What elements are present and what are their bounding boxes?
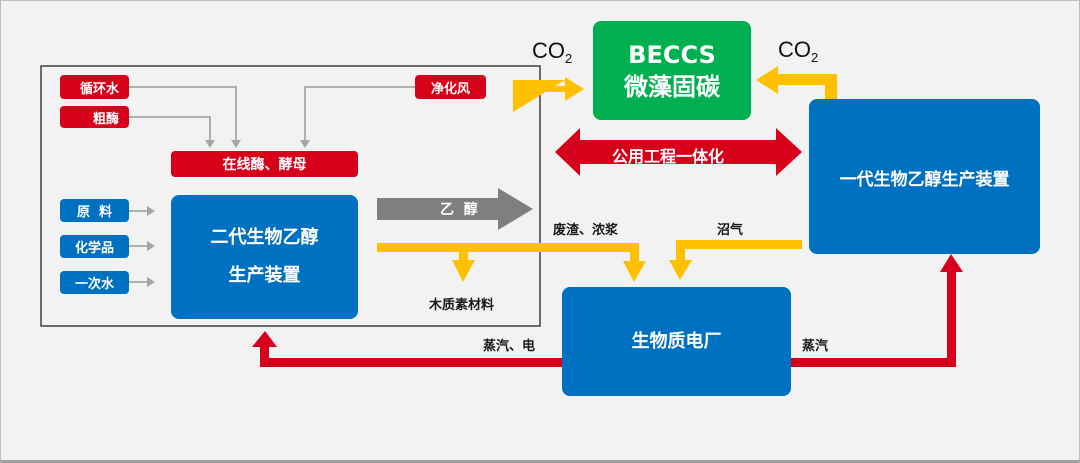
line-purified-air <box>304 86 415 142</box>
second-gen-title-line1: 二代生物乙醇 <box>210 227 319 248</box>
input-primary-water: 一次水 <box>60 271 129 294</box>
enzyme-yeast-box: 在线酶、酵母 <box>171 151 358 177</box>
co2-right-arrow <box>756 66 837 107</box>
input-arrowheads <box>147 140 310 287</box>
beccs-subtitle: 微藻固碳 <box>624 72 720 101</box>
first-gen-title: 一代生物乙醇生产装置 <box>839 170 1010 190</box>
power-plant-title: 生物质电厂 <box>631 330 722 352</box>
steam-up <box>947 270 956 367</box>
second-gen-ethanol-unit: 二代生物乙醇 生产装置 <box>171 195 358 319</box>
ethanol-arrow-shape <box>377 188 533 230</box>
biogas-flow-line <box>676 240 802 249</box>
line-crude-enzyme <box>129 116 211 142</box>
input-purified-air: 净化风 <box>415 75 486 99</box>
lignin-flow-down <box>459 250 468 262</box>
steam-power-line <box>260 358 563 367</box>
input-lines <box>129 86 415 283</box>
beccs-title: BECCS <box>628 40 716 69</box>
red-flows <box>252 128 963 367</box>
input-crude-enzyme: 粗酶 <box>60 106 129 128</box>
arrowhead <box>205 140 215 148</box>
yellow-flows <box>377 66 837 282</box>
enzyme-yeast-label: 在线酶、酵母 <box>222 157 307 173</box>
co2-base: CO <box>532 38 565 63</box>
input-label: 净化风 <box>430 81 470 97</box>
second-gen-boundary <box>40 65 541 327</box>
waste-flow-line <box>377 243 639 252</box>
steam-power-up <box>260 345 269 367</box>
steam-line <box>791 358 956 367</box>
label-steam: 蒸汽 <box>802 339 829 354</box>
second-gen-title-line2: 生产装置 <box>228 265 301 286</box>
label-steam-power: 蒸汽、电 <box>483 339 536 354</box>
utility-integration-label: 公用工程一体化 <box>612 147 725 166</box>
steam-power-head <box>252 331 277 347</box>
ethanol-arrow-label: 乙 醇 <box>440 202 478 218</box>
beccs-microalgae-box: BECCS 微藻固碳 <box>593 21 751 120</box>
input-label: 粗酶 <box>92 111 119 127</box>
arrowhead <box>147 277 155 287</box>
input-label: 化学品 <box>74 241 114 256</box>
first-gen-ethanol-unit: 一代生物乙醇生产装置 <box>809 99 1040 254</box>
waste-flow-head <box>623 261 646 282</box>
lignin-flow-head <box>452 260 475 282</box>
arrowhead <box>231 140 241 148</box>
input-circulating-water: 循环水 <box>60 75 129 99</box>
input-chemicals: 化学品 <box>60 235 129 258</box>
biogas-flow-down <box>676 240 685 262</box>
co2-base: CO <box>778 37 811 62</box>
line-circulating-water <box>129 86 237 142</box>
arrowhead <box>300 140 310 148</box>
waste-flow-down <box>630 243 639 263</box>
biogas-flow-head <box>669 260 692 280</box>
label-lignin-material: 木质素材料 <box>429 298 495 313</box>
co2-label-left: CO2 <box>532 38 572 66</box>
input-label: 一次水 <box>74 277 114 292</box>
label-waste-slurry: 废渣、浓浆 <box>553 223 619 238</box>
input-raw-material: 原 料 <box>60 199 129 222</box>
co2-left-arrow <box>513 77 584 112</box>
arrowhead <box>147 206 155 216</box>
utility-double-arrow <box>555 128 802 176</box>
input-label: 原 料 <box>76 205 113 220</box>
co2-label-right: CO2 <box>778 37 818 65</box>
label-biogas: 沼气 <box>717 223 744 238</box>
steam-head <box>940 254 963 272</box>
co2-subscript: 2 <box>811 50 819 65</box>
arrowhead <box>147 241 155 251</box>
co2-subscript: 2 <box>565 51 573 66</box>
biomass-power-plant: 生物质电厂 <box>562 287 791 396</box>
input-label: 循环水 <box>79 81 119 97</box>
